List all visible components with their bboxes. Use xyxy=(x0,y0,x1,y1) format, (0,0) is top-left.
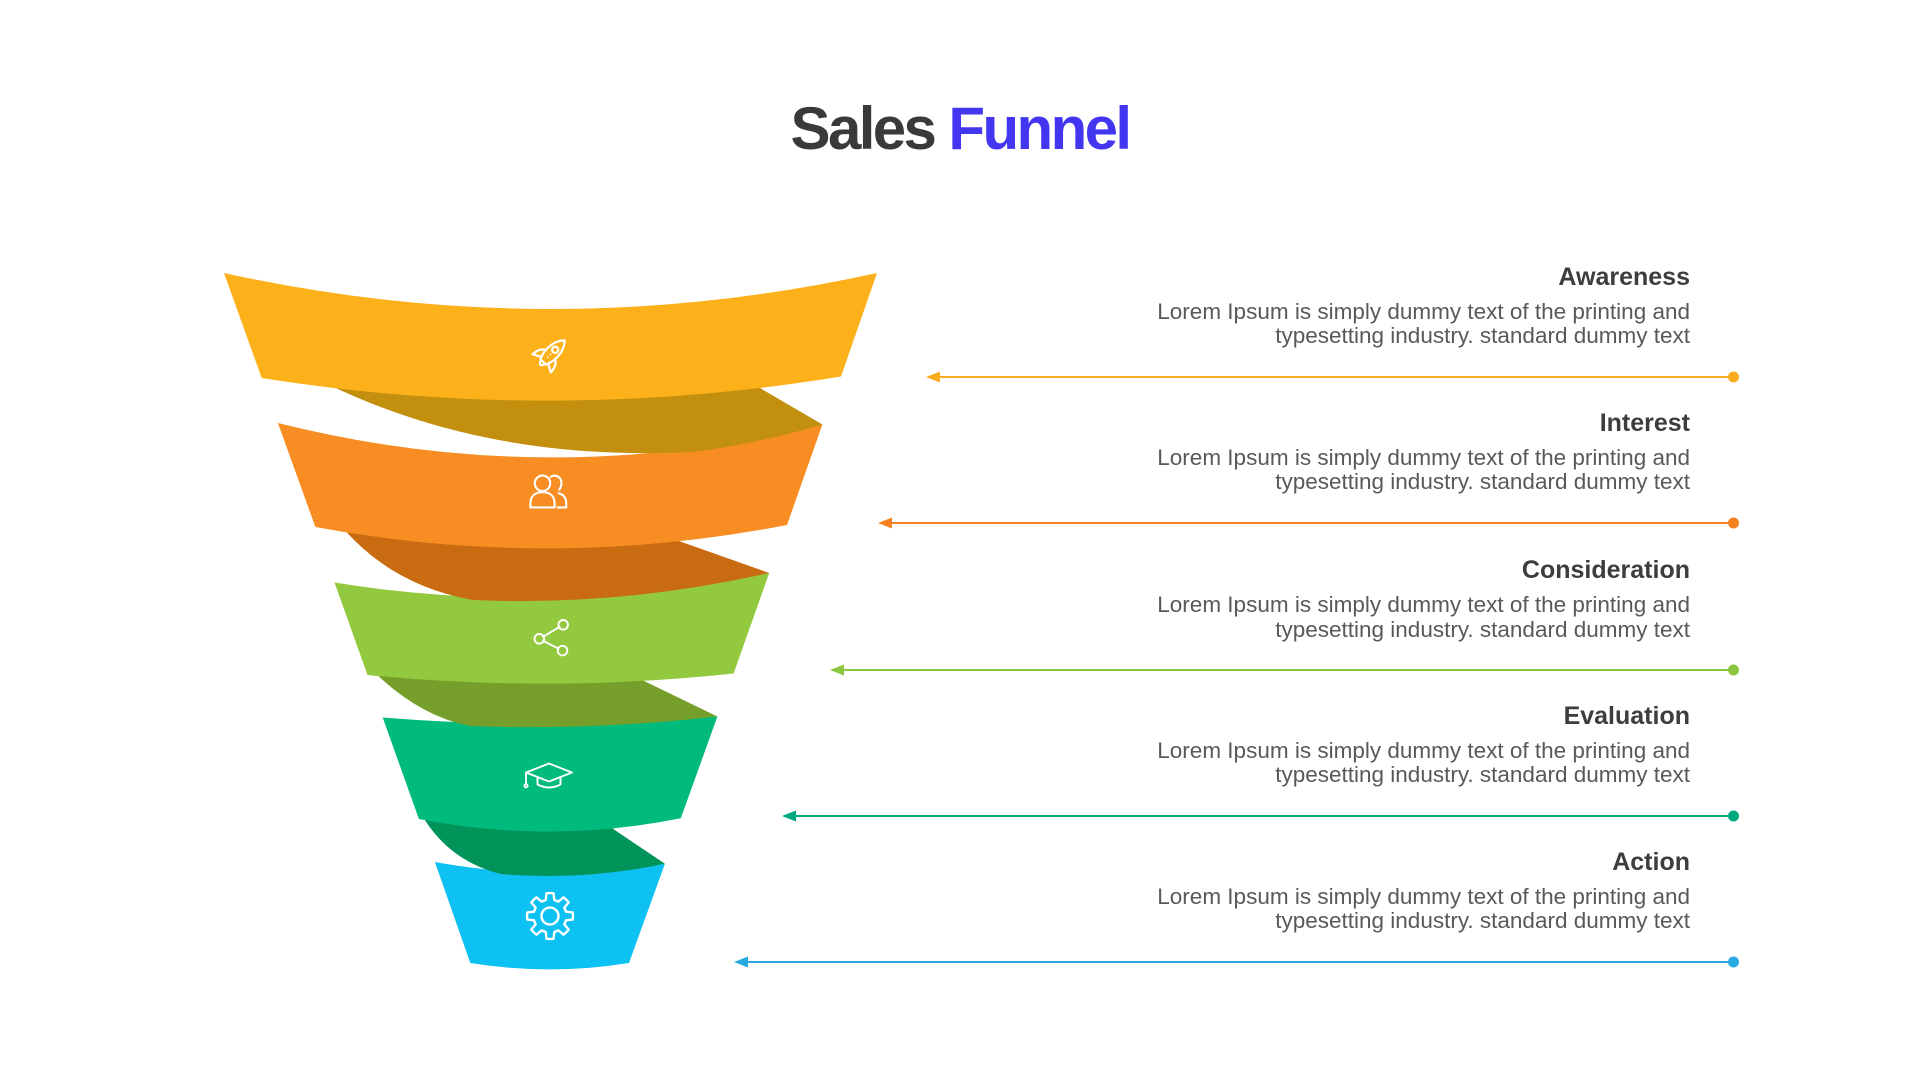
arrow-dot xyxy=(1728,517,1739,529)
stage-arrow-awareness xyxy=(926,371,1739,382)
funnel-fold-1 xyxy=(331,385,823,454)
arrow-dot xyxy=(1728,664,1739,676)
stage-description: Lorem Ipsum is simply dummy text of the … xyxy=(1157,737,1690,787)
stage-arrow-consideration xyxy=(830,664,1739,676)
arrow-head-icon xyxy=(782,810,796,821)
stage-block-action: Action Lorem Ipsum is simply dummy text … xyxy=(990,848,1690,934)
arrow-head-icon xyxy=(878,517,892,529)
funnel-segment-4 xyxy=(382,716,718,832)
stage-label: Awareness xyxy=(1558,262,1690,291)
title-word-accent: Funnel xyxy=(948,95,1132,162)
stage-description: Lorem Ipsum is simply dummy text of the … xyxy=(1157,444,1690,495)
stage-block-evaluation: Evaluation Lorem Ipsum is simply dummy t… xyxy=(990,702,1690,788)
stage-label: Action xyxy=(1612,847,1690,876)
stage-description: Lorem Ipsum is simply dummy text of the … xyxy=(1157,883,1690,934)
funnel-segment-3 xyxy=(334,573,770,684)
stage-arrow-interest xyxy=(878,517,1739,529)
stage-description: Lorem Ipsum is simply dummy text of the … xyxy=(1157,298,1690,348)
stage-block-interest: Interest Lorem Ipsum is simply dummy tex… xyxy=(990,409,1690,495)
stage-description: Lorem Ipsum is simply dummy text of the … xyxy=(1157,592,1690,642)
funnel-fold-3 xyxy=(376,673,718,728)
arrow-dot xyxy=(1728,371,1739,382)
stage-arrow-evaluation xyxy=(782,810,1739,821)
funnel-fold-4 xyxy=(423,817,665,877)
stage-label: Interest xyxy=(1599,408,1690,437)
funnel-segment-5 xyxy=(434,862,665,970)
funnel-segment-1 xyxy=(224,273,877,401)
arrow-dot xyxy=(1728,956,1739,968)
stage-block-consideration: Consideration Lorem Ipsum is simply dumm… xyxy=(990,556,1690,642)
stage-arrow-action xyxy=(734,956,1739,968)
stage-label: Evaluation xyxy=(1563,701,1690,730)
stage-label: Consideration xyxy=(1521,556,1690,585)
arrow-dot xyxy=(1728,810,1739,821)
title-word-primary: Sales xyxy=(790,95,937,162)
funnel-diagram xyxy=(224,273,877,970)
arrow-head-icon xyxy=(830,664,844,676)
page-title: Sales Funnel xyxy=(0,94,1920,164)
funnel-fold-2 xyxy=(346,531,770,602)
arrow-head-icon xyxy=(734,956,748,968)
stage-block-awareness: Awareness Lorem Ipsum is simply dummy te… xyxy=(990,263,1690,349)
arrow-head-icon xyxy=(926,371,940,382)
